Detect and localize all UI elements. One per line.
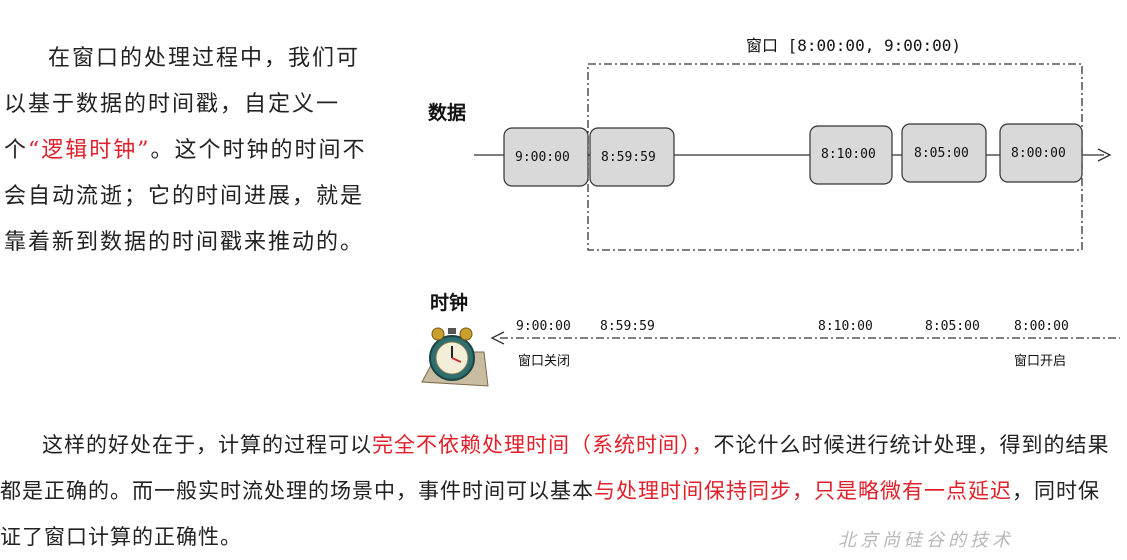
summary-highlight-2: 与处理时间保持同步，只是略微有一点延迟 [594, 479, 1012, 503]
clock-tick-label: 8:10:00 [818, 319, 873, 334]
clock-tick-label: 8:05:00 [925, 319, 980, 334]
data-box [589, 127, 675, 187]
logical-clock-highlight: “逻辑时钟” [28, 138, 151, 163]
data-label: 数据 [428, 102, 467, 124]
clock-label: 时钟 [430, 292, 469, 314]
clock-tick-label: 9:00:00 [516, 319, 571, 334]
event-time-diagram [421, 63, 1120, 387]
summary-text-1: 这样的好处在于，计算的过程可以 [42, 433, 372, 457]
data-box-label: 8:59:59 [601, 150, 656, 165]
alarm-clock-icon [421, 327, 489, 387]
clock-arrow-head [490, 331, 505, 345]
data-arrow-head [1097, 148, 1112, 162]
data-box [503, 127, 589, 187]
clock-tick-label: 8:59:59 [600, 319, 655, 334]
data-box [999, 123, 1083, 183]
data-box [901, 123, 987, 183]
intro-paragraph: 在窗口的处理过程中，我们可以基于数据的时间戳，自定义一个“逻辑时钟”。这个时钟的… [4, 36, 372, 266]
intro-text-2: 。这个时钟的时间不会自动流逝；它的时间进展，就是靠着新到数据的时间戳来推动的。 [4, 138, 367, 255]
intro-text-1: 在窗口的处理过程中，我们可以基于数据的时间戳，自定义一个 [4, 46, 361, 163]
data-box [809, 125, 893, 185]
data-box-label: 8:05:00 [914, 146, 969, 161]
summary-paragraph: 这样的好处在于，计算的过程可以完全不依赖处理时间（系统时间），不论什么时候进行统… [0, 422, 1120, 560]
summary-highlight-1: 完全不依赖处理时间（系统时间）， [372, 433, 714, 457]
window-range-label: 窗口 [8:00:00, 9:00:00) [746, 36, 962, 55]
data-box-label: 8:00:00 [1011, 146, 1066, 161]
clock-tick-label: 8:00:00 [1014, 319, 1069, 334]
watermark: 北京尚硅谷的技术 [838, 530, 1014, 551]
summary-text-2: 不论什么时候进行统计处理，得到的结果都是正确的。而一般实时流处理的场景中，事件时… [0, 433, 1110, 503]
summary-text-3: ，同时保证了窗口计算的正确性。 [0, 479, 1100, 549]
data-box-label: 9:00:00 [515, 150, 570, 165]
window-close-label: 窗口关闭 [518, 354, 571, 369]
window-open-label: 窗口开启 [1014, 354, 1067, 369]
data-box-label: 8:10:00 [821, 147, 876, 162]
